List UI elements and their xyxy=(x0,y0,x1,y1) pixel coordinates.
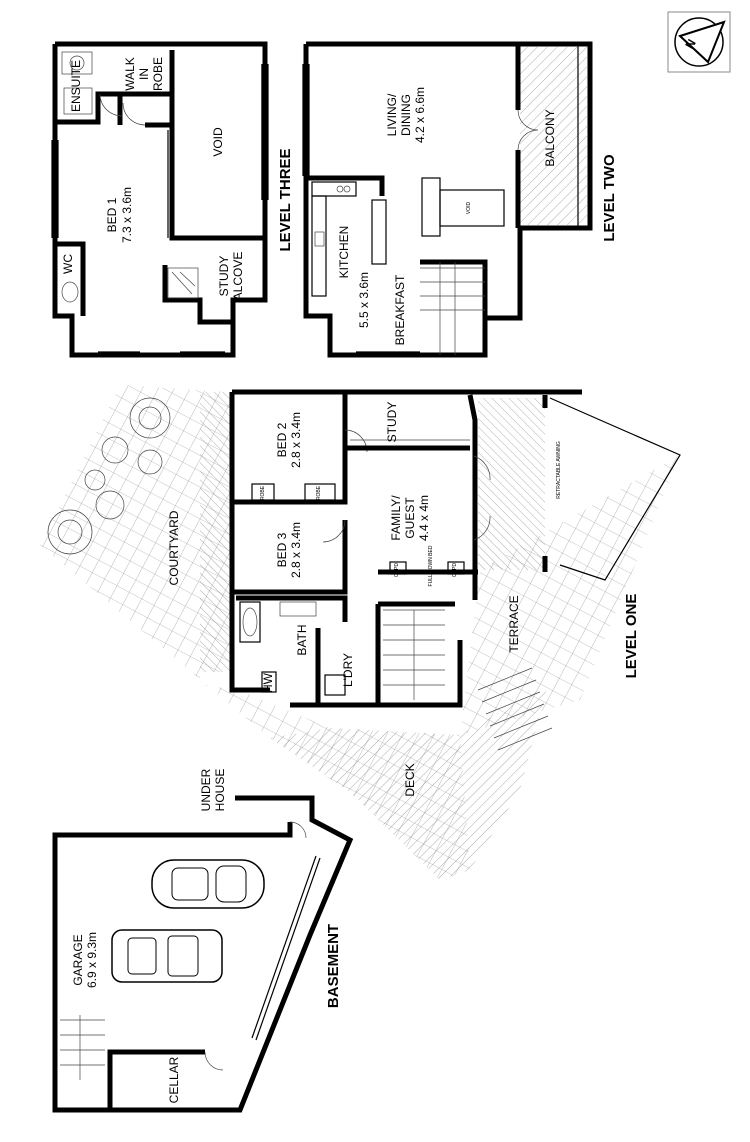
basement-plan: UNDER HOUSE GARAGE 6.9 x 9.3m CELLAR BAS… xyxy=(52,768,354,1113)
bed2-label: BED 2 xyxy=(275,422,289,457)
robe-label-b: ROBE xyxy=(316,485,322,500)
cupd-label-b: CUPD xyxy=(452,563,458,578)
north-arrow-icon: N xyxy=(667,11,731,73)
walk-in-robe-label-1: WALK xyxy=(123,57,137,91)
level-two-label: LEVEL TWO xyxy=(601,154,618,242)
kitchen-size: 5.5 x 3.6m xyxy=(357,272,371,328)
level-one-plan: STUDY BED 2 2.8 x 3.4m BED 3 2.8 x 3.4m … xyxy=(40,385,681,880)
living-label-1: LIVING/ xyxy=(385,93,399,136)
family-label-1: FAMILY/ xyxy=(389,495,403,541)
garden-plants-icon xyxy=(47,397,171,555)
under-house-label-2: HOUSE xyxy=(213,769,227,812)
study-label: STUDY xyxy=(385,402,399,443)
deck-label: DECK xyxy=(403,763,417,796)
level-one-label: LEVEL ONE xyxy=(623,594,640,679)
balcony-label: BALCONY xyxy=(543,109,557,166)
study-alcove-label-1: STUDY xyxy=(217,256,231,297)
living-size: 4.2 x 6.6m xyxy=(413,87,427,143)
garage-size: 6.9 x 9.3m xyxy=(85,932,99,988)
study-alcove-label-2: ALCOVE xyxy=(231,252,245,301)
bath-label: BATH xyxy=(295,624,309,655)
bed1-size: 7.3 x 3.6m xyxy=(120,187,134,243)
level-three-label: LEVEL THREE xyxy=(277,148,294,251)
hw-label: HW xyxy=(261,672,275,693)
cupd-label-a: CUPD xyxy=(394,563,400,578)
under-house-label-1: UNDER xyxy=(199,768,213,811)
walk-in-robe-label-3: ROBE xyxy=(151,57,165,91)
laundry-label: L'DRY xyxy=(341,653,355,687)
bed2-size: 2.8 x 3.4m xyxy=(289,412,303,468)
family-size: 4.4 x 4m xyxy=(417,495,431,541)
garage-label: GARAGE xyxy=(71,934,85,985)
bed3-label: BED 3 xyxy=(275,532,289,567)
level-three-plan: ENSUITE WALK IN ROBE VOID BED 1 7.3 x 3.… xyxy=(51,41,294,358)
level-two-plan: VOID LIVING/ DINING 4.2 x 6.6m BALCONY K… xyxy=(302,41,618,358)
kitchen-label: KITCHEN xyxy=(337,226,351,279)
walk-in-robe-label-2: IN xyxy=(137,68,151,80)
void-label: VOID xyxy=(211,127,225,157)
living-label-2: DINING xyxy=(399,94,413,136)
car-icon xyxy=(151,859,265,909)
car-icon xyxy=(111,929,223,983)
family-label-2: GUEST xyxy=(403,497,417,539)
basement-label: BASEMENT xyxy=(325,924,342,1008)
retractable-awning-label: RETRACTABLE AWNING xyxy=(556,441,562,499)
terrace-label: TERRACE xyxy=(507,595,521,652)
void-small-label: VOID xyxy=(466,202,472,215)
full-down-bed-label: FULL DOWN BED xyxy=(428,545,434,586)
courtyard-label: COURTYARD xyxy=(167,510,181,585)
bed1-label: BED 1 xyxy=(105,197,119,232)
breakfast-label: BREAKFAST xyxy=(393,274,407,345)
cellar-label: CELLAR xyxy=(167,1056,181,1103)
wc-label: WC xyxy=(61,254,75,274)
robe-label-a: ROBE xyxy=(260,485,266,500)
ensuite-label: ENSUITE xyxy=(69,60,83,112)
bed3-size: 2.8 x 3.4m xyxy=(289,522,303,578)
